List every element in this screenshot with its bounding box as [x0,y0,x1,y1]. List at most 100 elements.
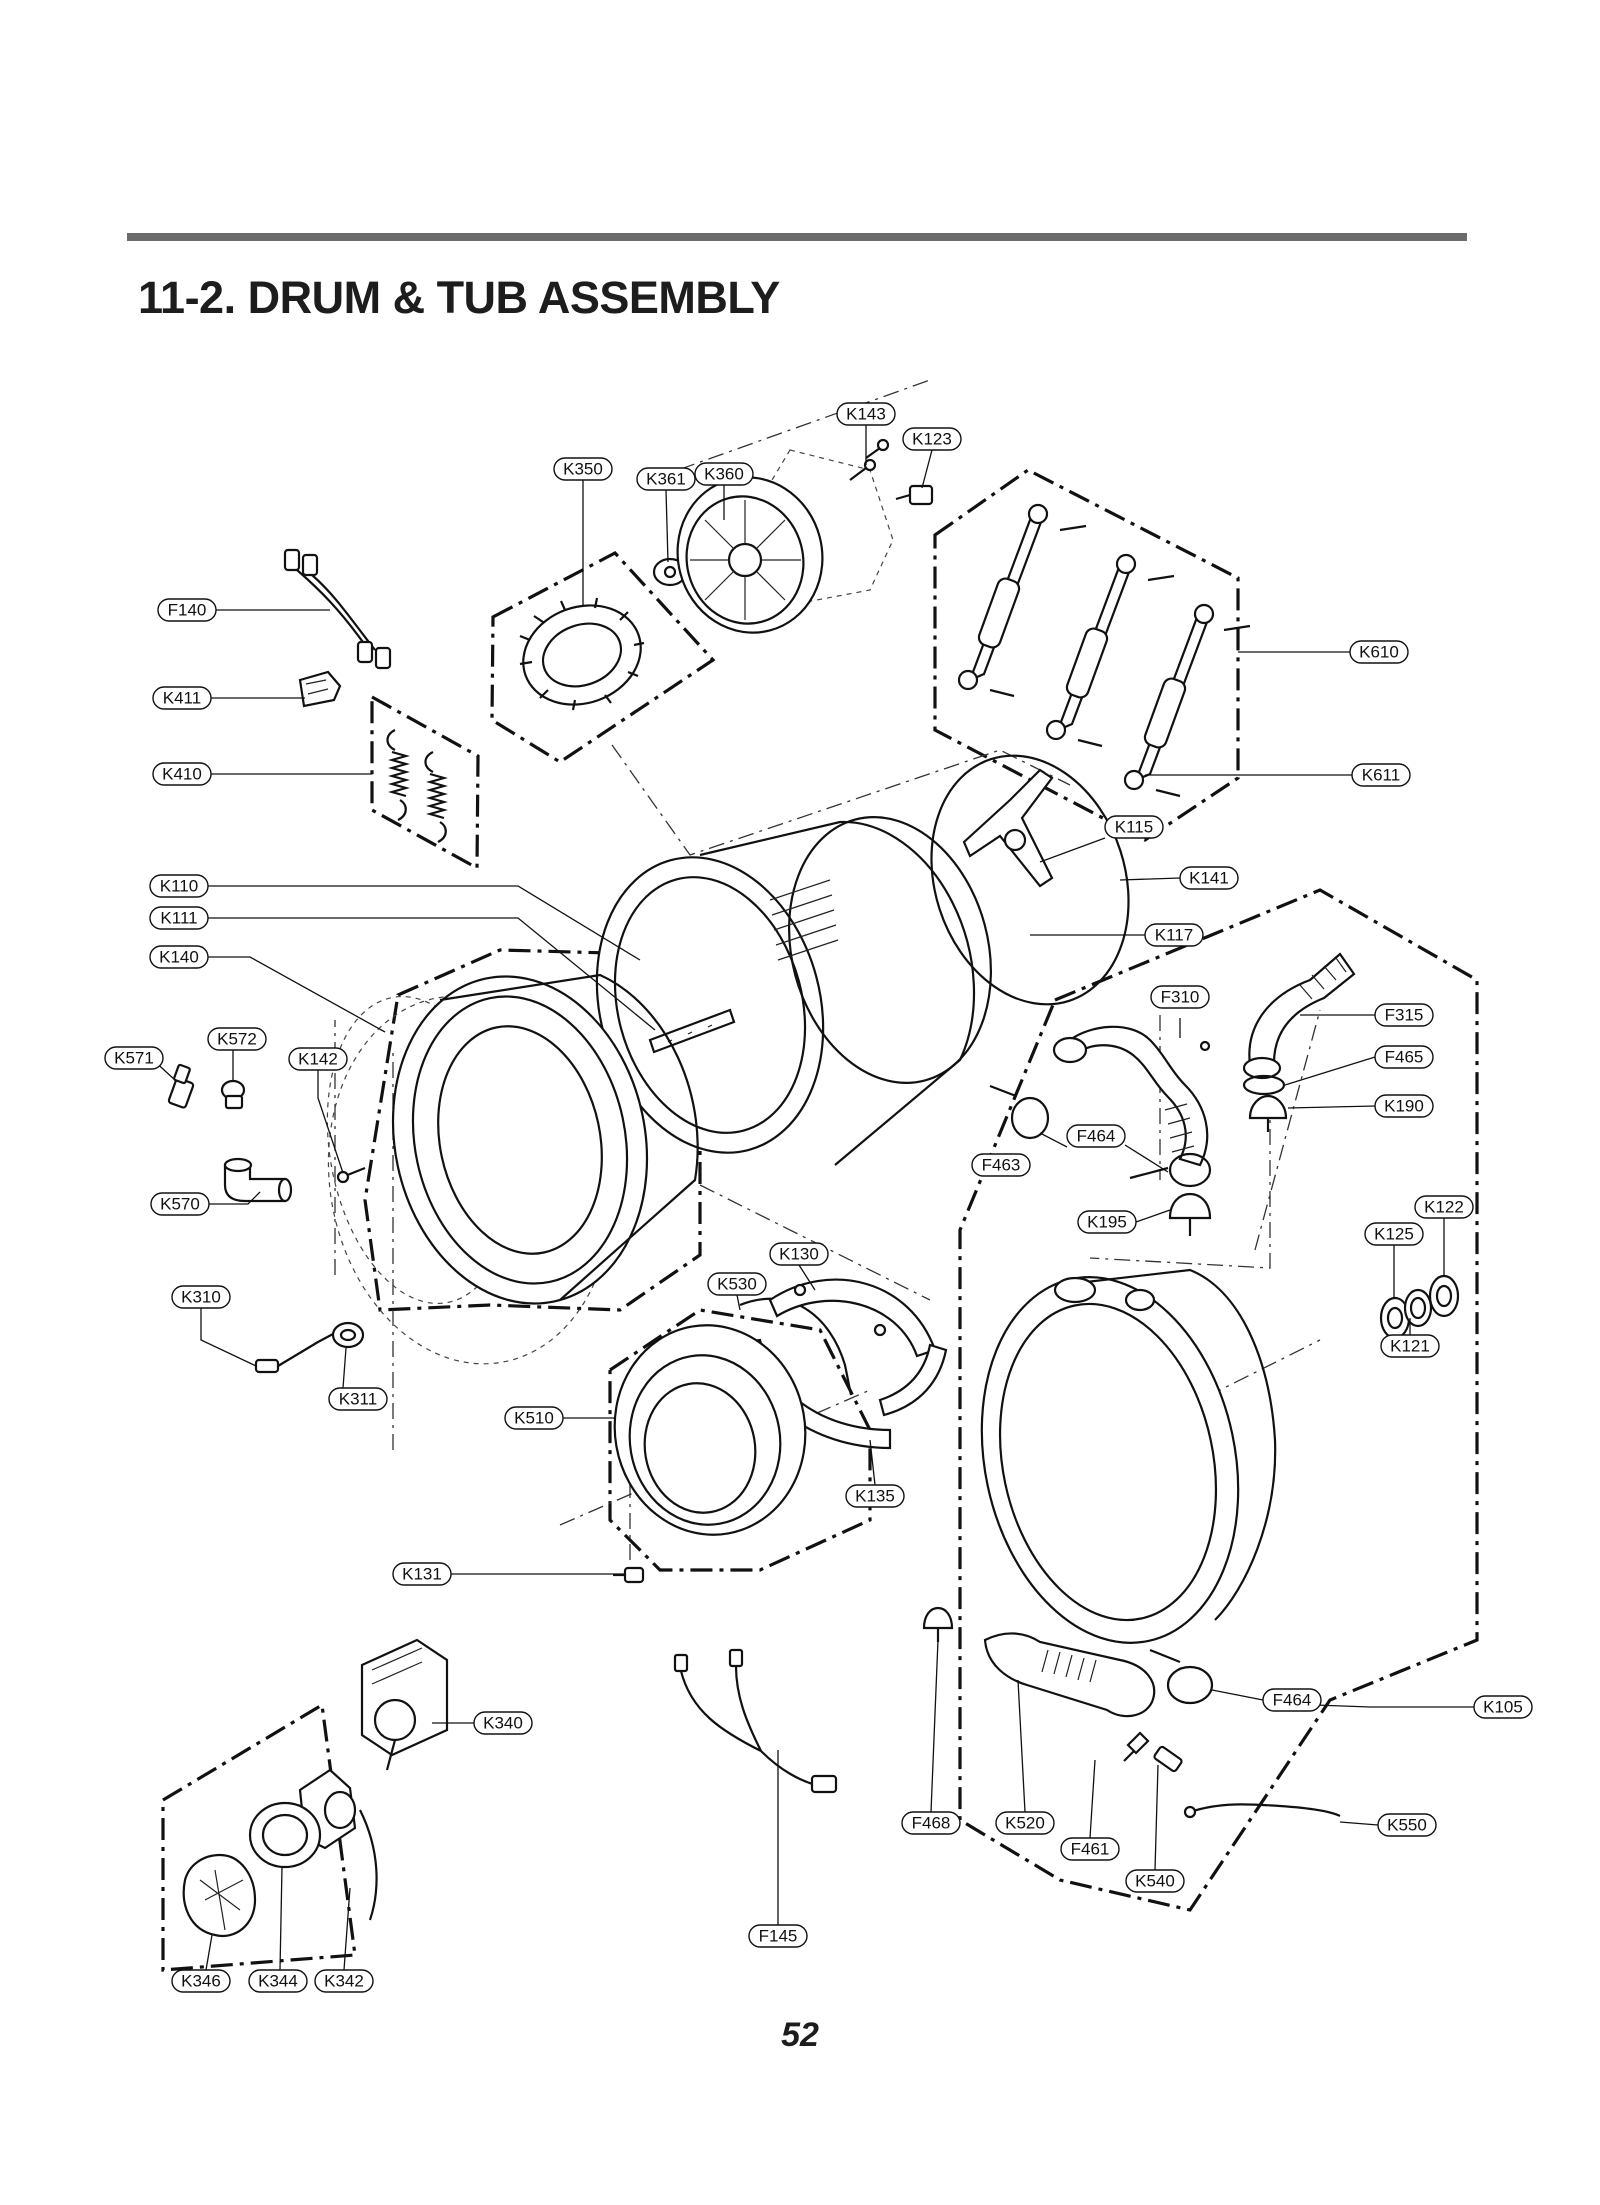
leader-line [1284,1056,1376,1086]
f315-hose [1242,952,1356,1080]
part-label: K122 [1414,1195,1474,1219]
part-label: F145 [748,1924,808,1948]
part-label: K540 [1125,1869,1185,1893]
k520-drain-hose [983,1632,1156,1718]
svg-text:K115: K115 [1115,818,1153,837]
leader-line [208,917,656,1031]
leader-line [1039,1132,1068,1148]
svg-text:F461: F461 [1071,1840,1110,1859]
part-label: K510 [504,1406,564,1430]
leader-line [736,1294,741,1311]
svg-text:F145: F145 [759,1927,798,1946]
part-label: K125 [1364,1222,1424,1246]
part-label: K143 [836,402,896,426]
k131-screw [613,1566,645,1584]
leader-line [279,1866,283,1971]
f464-clamp-lower [1149,1648,1214,1705]
header-rule [127,233,1467,241]
svg-text:K122: K122 [1424,1198,1464,1217]
f468-clip [922,1606,954,1642]
part-labels: K143 K123 K350 K361 K360 F140 K610 K411 … [104,402,1533,1993]
svg-text:K141: K141 [1189,869,1229,888]
leader-line [798,1264,816,1291]
k510-door-gasket [613,1324,807,1536]
part-label: K123 [902,427,962,451]
f461-fitting [1123,1731,1150,1762]
part-label: K135 [845,1484,905,1508]
k111-baffle [648,1008,736,1054]
k141-gasket [930,754,1130,1006]
k346-filter-cap [182,1853,257,1938]
part-label: K610 [1349,640,1409,664]
pump-group-outline [161,1702,357,1972]
part-label: K611 [1351,763,1411,787]
k344-pump-housing [248,1801,322,1869]
k340-pump-motor [360,1638,449,1771]
part-label: K105 [1473,1695,1533,1719]
page-number: 52 [781,2016,819,2054]
svg-text:K510: K510 [514,1409,554,1428]
svg-text:K111: K111 [160,909,197,928]
svg-text:K360: K360 [704,465,744,484]
svg-text:F468: F468 [912,1814,951,1833]
svg-text:K350: K350 [563,460,603,479]
leader-line [1119,877,1181,881]
k550-sensor-wire [1183,1803,1341,1819]
k140-tub-front [391,973,699,1305]
f464-clamp-upper [1129,1152,1212,1188]
k360-rotor [676,476,824,634]
svg-text:K125: K125 [1374,1225,1414,1244]
svg-text:K520: K520 [1005,1814,1045,1833]
svg-text:K190: K190 [1384,1097,1424,1116]
page-title: 11-2. DRUM & TUB ASSEMBLY [138,272,780,323]
svg-text:F315: F315 [1385,1006,1424,1025]
part-label: K350 [553,457,613,481]
leader-line [1135,1209,1171,1223]
part-label: K520 [995,1811,1055,1835]
svg-text:K121: K121 [1390,1337,1430,1356]
tub-front-group-outline [363,948,702,1312]
k195-valve [1168,1192,1212,1236]
part-label: K570 [150,1192,210,1216]
f465-clamp [1199,1040,1286,1096]
svg-text:K117: K117 [1155,926,1193,945]
leader-line [317,1070,344,1174]
part-label: F464 [1262,1688,1322,1712]
svg-text:K135: K135 [855,1487,895,1506]
group-outlines [161,468,1479,1972]
part-label: K411 [152,686,212,710]
k142-screw [336,1166,366,1184]
k311-grommet [331,1321,365,1349]
svg-text:K361: K361 [646,470,686,489]
part-label: K141 [1179,866,1239,890]
svg-text:K611: K611 [1362,766,1400,785]
svg-text:K140: K140 [159,948,199,967]
part-label: F310 [1150,985,1210,1009]
k411-clip [298,670,342,708]
k123-bolt [895,484,934,506]
part-label: K311 [328,1387,388,1411]
svg-text:F464: F464 [1273,1691,1312,1710]
k190-valve [1248,1094,1288,1132]
svg-text:F465: F465 [1385,1048,1424,1067]
part-label: K111 [149,906,209,930]
k350-stator [519,597,645,711]
part-label: K550 [1377,1813,1437,1837]
k115-spider [962,768,1054,888]
svg-text:K105: K105 [1483,1698,1523,1717]
leader-line [1154,1764,1159,1871]
part-label: K361 [636,467,696,491]
svg-text:K110: K110 [160,877,198,896]
part-label: K117 [1144,923,1204,947]
svg-text:K610: K610 [1359,643,1399,662]
part-label: K530 [707,1272,767,1296]
part-label: K310 [171,1285,231,1309]
part-label: F461 [1060,1837,1120,1861]
part-label: K360 [694,462,754,486]
k130-clamp-upper [768,1278,937,1358]
part-label: K571 [104,1046,164,1070]
svg-text:K131: K131 [402,1565,442,1584]
svg-text:K346: K346 [181,1972,221,1991]
part-label: F465 [1374,1045,1434,1069]
svg-text:K410: K410 [162,765,202,784]
